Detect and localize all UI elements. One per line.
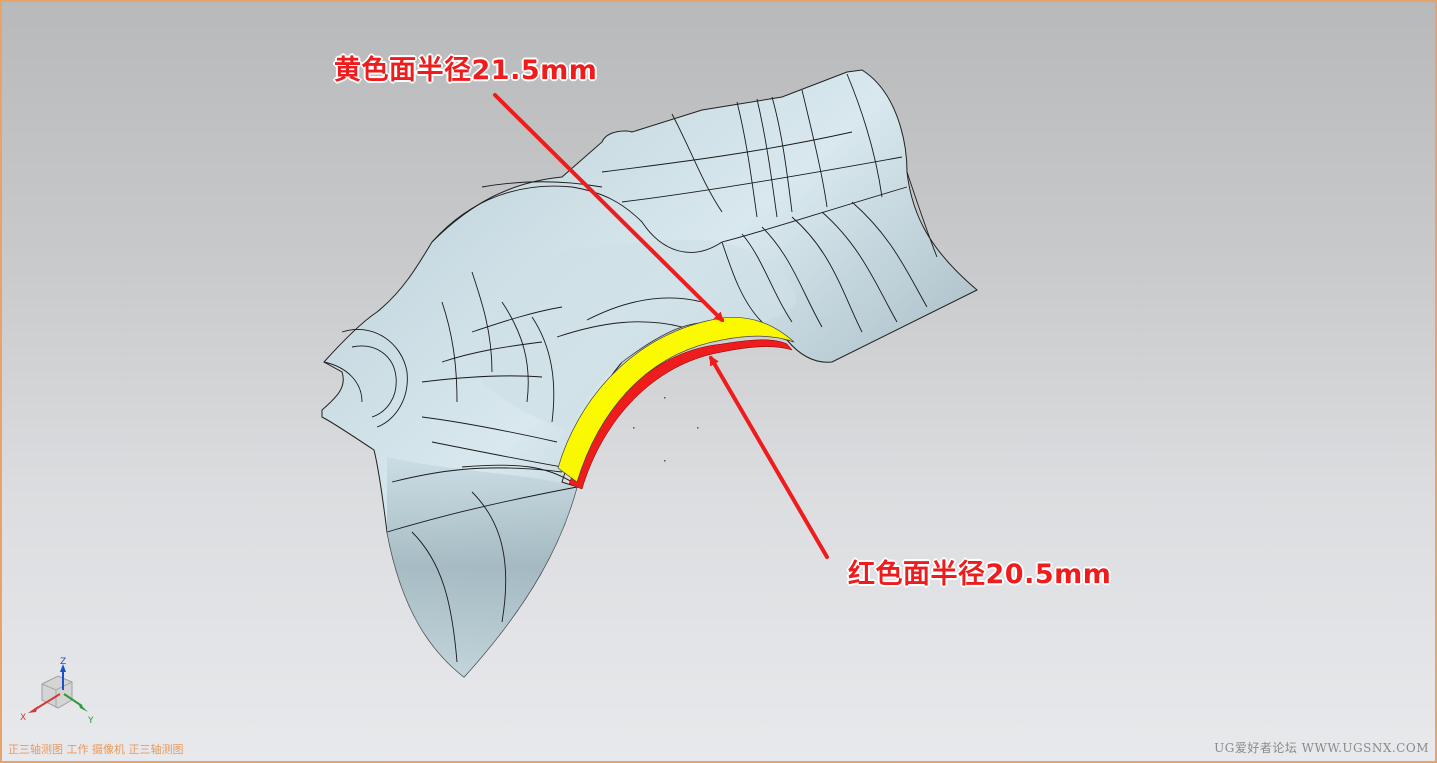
- red-callout-arrow: [709, 355, 829, 559]
- y-axis-label: Y: [87, 716, 94, 726]
- red-face-callout-label: 红色面半径20.5mm: [848, 559, 1112, 590]
- x-axis-icon: [28, 693, 61, 713]
- y-axis-icon: [63, 693, 88, 712]
- yellow-face[interactable]: [557, 317, 795, 483]
- z-axis-icon: [60, 664, 66, 690]
- part-body: [321, 69, 978, 678]
- yellow-face-callout-label: 黄色面半径21.5mm: [334, 55, 598, 86]
- x-axis-label: X: [20, 713, 26, 723]
- stray-points: [633, 397, 699, 462]
- highlighted-faces[interactable]: [557, 317, 795, 490]
- yellow-callout-arrow: [493, 93, 725, 323]
- watermark: UG爱好者论坛 WWW.UGSNX.COM: [1214, 741, 1429, 755]
- z-axis-label: Z: [60, 657, 66, 667]
- view-status-text: 正三轴测图 工作 摄像机 正三轴测图: [8, 743, 184, 756]
- view-triad[interactable]: Z X Y: [20, 652, 110, 732]
